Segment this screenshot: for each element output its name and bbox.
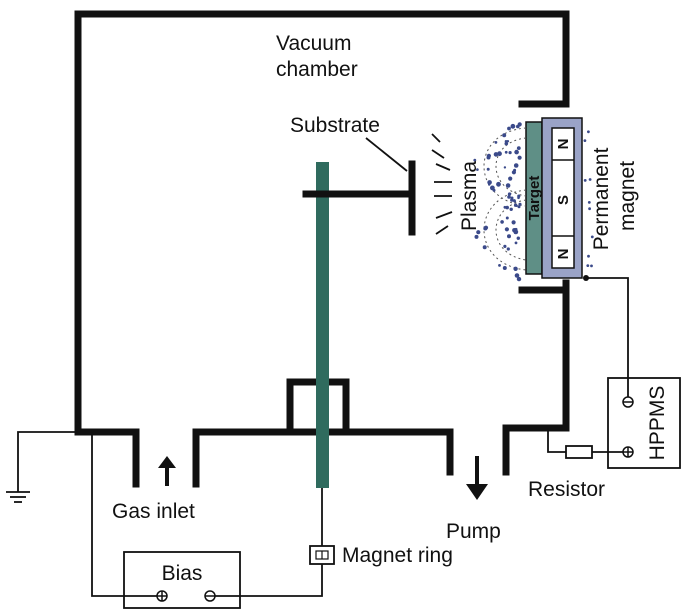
plasma-dot (506, 247, 510, 251)
plasma-dot (505, 216, 509, 220)
holder-rod (316, 162, 329, 488)
plasma-dot (503, 244, 507, 248)
resistor-icon (565, 445, 593, 459)
plasma-dot (514, 241, 518, 245)
plasma-dot (507, 234, 511, 239)
plasma-dot (496, 181, 501, 187)
plasma-dot (482, 245, 487, 250)
plasma-dot (505, 183, 511, 188)
pump-arrow-icon (466, 456, 488, 500)
resistor-label: Resistor (528, 478, 605, 501)
plasma-cloud (473, 122, 594, 282)
plasma-dot (486, 153, 491, 158)
plasma-dot (504, 150, 508, 154)
plasma-dot (500, 220, 504, 224)
plasma-dot (503, 205, 507, 209)
pump-label: Pump (446, 520, 501, 543)
plasma-dot (583, 179, 587, 182)
plasma-dot (497, 151, 502, 157)
bias-label: Bias (162, 562, 203, 585)
plasma-dot (504, 141, 509, 146)
plasma-dot (508, 176, 513, 181)
plasma-dot (587, 130, 590, 134)
plasma-dot (474, 234, 479, 239)
substrate-leader-line (365, 137, 408, 172)
hppms-supply: HPPMS (547, 275, 681, 469)
plasma-dot (516, 146, 521, 151)
pole-n-bottom: N (555, 249, 572, 260)
plasma-dot (506, 140, 510, 143)
plasma-dot (511, 220, 516, 225)
plasma-dot (507, 192, 512, 196)
gas-inlet-label: Gas inlet (112, 500, 195, 523)
plasma-dot (590, 235, 594, 239)
magnet-ring (309, 488, 335, 565)
pole-s: S (555, 195, 572, 205)
plasma-dots (473, 122, 594, 282)
magnetron-cathode: Target N S N (518, 100, 583, 294)
plasma-dot (502, 266, 507, 270)
plasma-dot (513, 266, 518, 271)
plasma-dot (513, 200, 517, 203)
plasma-dot (514, 149, 519, 155)
magnet-ring-label: Magnet ring (342, 544, 453, 567)
plasma-dot (517, 155, 522, 160)
gas-inlet-arrow-icon (158, 456, 176, 486)
plasma-dot (510, 198, 514, 202)
plasma-dot (511, 170, 516, 175)
plasma-dot (486, 167, 490, 171)
plasma-dot (513, 163, 519, 168)
plasma-dot (514, 227, 518, 231)
plasma-dot (505, 205, 510, 210)
plasma-dot (508, 151, 512, 155)
plasma-dot (586, 264, 590, 267)
pole-n-top: N (555, 139, 572, 150)
plasma-dot (587, 201, 591, 204)
plasma-dot (583, 139, 587, 143)
plasma-dot (509, 207, 513, 211)
plasma-dot (517, 196, 520, 200)
substrate-label: Substrate (290, 114, 380, 137)
plasma-dot (487, 180, 492, 185)
plasma-dot (473, 158, 477, 162)
plasma-dot (502, 133, 507, 138)
plasma-dot (498, 264, 501, 267)
plasma-dot (518, 202, 522, 206)
plasma-dot (587, 254, 590, 258)
plasma-dot (476, 230, 481, 235)
vacuum-chamber-label: Vacuum chamber (276, 32, 358, 81)
hppms-label: HPPMS (646, 386, 669, 461)
plasma-dot (476, 168, 479, 171)
substrate-holder (302, 137, 416, 488)
plasma-label: Plasma (458, 161, 481, 231)
plasma-dot (510, 123, 516, 129)
plasma-dot (507, 126, 511, 131)
plasma-dot (513, 203, 518, 207)
plasma-dot (588, 178, 592, 181)
ground-icon (6, 431, 78, 503)
plasma-dot (516, 236, 520, 240)
plasma-dot (492, 188, 496, 192)
plasma-dot (507, 195, 511, 199)
plasma-dot (514, 273, 520, 278)
plasma-dot (517, 205, 521, 209)
plasma-dot (517, 122, 522, 127)
permanent-magnet-label: Permanent magnet (590, 142, 639, 251)
plasma-dot (494, 141, 498, 144)
plasma-dot (590, 264, 593, 268)
plasma-dot (588, 207, 591, 211)
plasma-dot (488, 183, 491, 186)
target-label: Target (526, 176, 543, 221)
plasma-dot (483, 225, 489, 230)
sputter-arrows (431, 133, 453, 235)
plasma-dot (504, 227, 509, 232)
plasma-dot (516, 276, 522, 282)
bias-supply: Bias (91, 432, 323, 609)
plasma-dot (503, 166, 507, 169)
